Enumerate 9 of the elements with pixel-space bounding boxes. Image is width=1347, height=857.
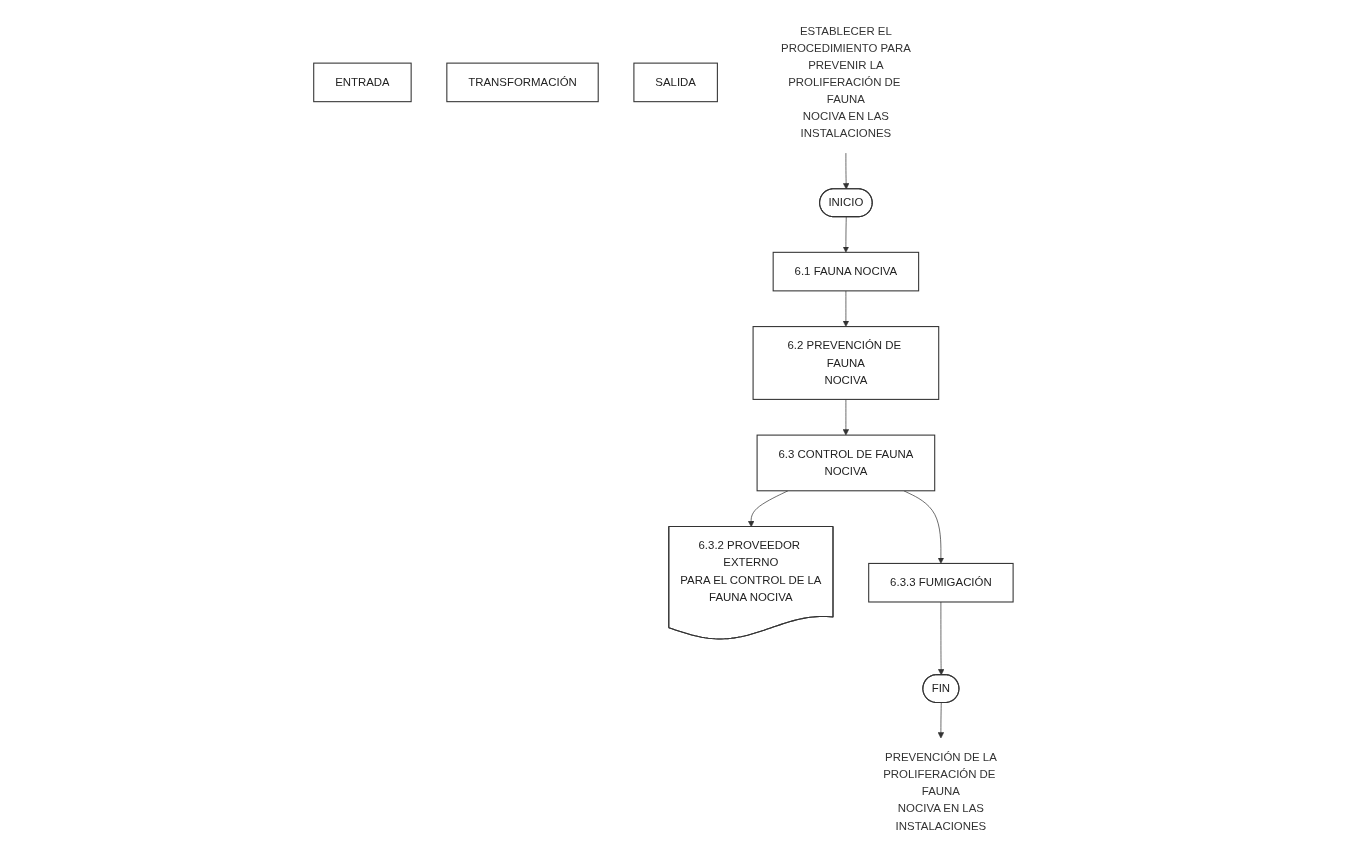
node-box: 6.3.3 FUMIGACIÓN [867,562,1014,603]
node-box: 6.2 PREVENCIÓN DE FAUNA NOCIVA [752,326,940,400]
node-box: TRANSFORMACIÓN [446,62,599,103]
node-box: ENTRADA [312,62,412,103]
node-box: SALIDA [633,62,718,103]
node-text: PREVENCIÓN DE LA PROLIFERACIÓN DE FAUNA NOCIVA EN LAS INSTALACIONES [882,751,997,832]
node-box: 6.1 FAUNA NOCIVA [772,251,919,292]
node-box: 6.3 CONTROL DE FAUNA NOCIVA [756,434,936,492]
node-text: ESTABLECER EL PROCEDIMIENTO PARA PREVENIR LA PROLIFERACIÓN DE FAUNA NOCIVA EN LAS INSTALACIONES [780,24,911,140]
